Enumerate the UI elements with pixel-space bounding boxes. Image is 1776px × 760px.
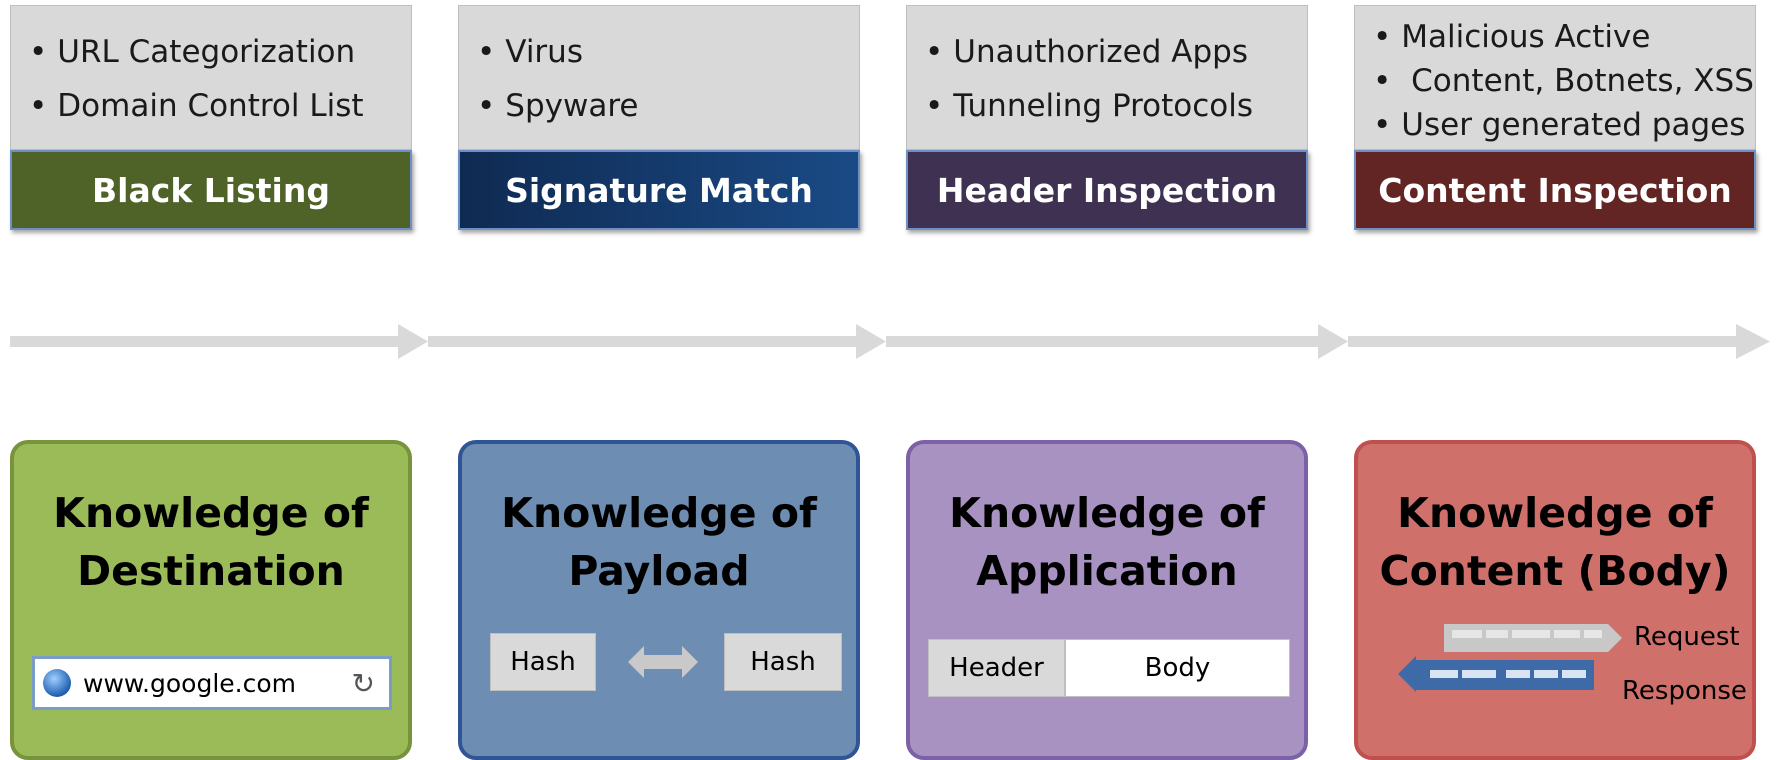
packet-body-segment: Body: [1065, 639, 1290, 697]
arrow-segment-4: [1348, 336, 1740, 347]
bullet-unauthorized-apps: Unauthorized Apps: [925, 33, 1248, 71]
response-arrow-icon: [1398, 656, 1594, 692]
knowledge-of-payload-card: Knowledge of Payload Hash Hash: [458, 440, 860, 760]
card-title-line-1: Knowledge of: [501, 489, 817, 537]
refresh-icon: ↻: [351, 667, 375, 700]
hash-box-right: Hash: [724, 633, 842, 691]
arrow-head-3-icon: [1318, 324, 1348, 359]
globe-icon: [43, 669, 71, 697]
bullet-continuation-text: Content, Botnets, XSS: [1411, 63, 1754, 99]
card-title: Knowledge of Application: [910, 484, 1304, 600]
header-inspection-items-panel: Unauthorized Apps Tunneling Protocols: [906, 5, 1308, 150]
arrow-head-1-icon: [398, 324, 428, 359]
bullet-domain-control-list: Domain Control List: [29, 87, 363, 125]
bullet-url-categorization: URL Categorization: [29, 33, 355, 71]
black-listing-items-panel: URL Categorization Domain Control List: [10, 5, 412, 150]
bullet-content-botnets-xss: Content, Botnets, XSS: [1373, 62, 1754, 100]
bullet-user-generated-pages: User generated pages: [1373, 106, 1745, 144]
card-title-line-1: Knowledge of: [53, 489, 369, 537]
card-title: Knowledge of Destination: [14, 484, 408, 600]
url-bar: www.google.com ↻: [32, 656, 392, 710]
bullet-virus: Virus: [477, 33, 583, 71]
response-label: Response: [1622, 676, 1747, 706]
arrow-segment-2: [428, 336, 858, 347]
request-label: Request: [1634, 622, 1740, 652]
knowledge-of-application-card: Knowledge of Application Header Body: [906, 440, 1308, 760]
url-text: www.google.com: [83, 668, 296, 698]
arrow-segment-3: [886, 336, 1320, 347]
card-title-line-1: Knowledge of: [1397, 489, 1713, 537]
bullet-malicious-active: Malicious Active: [1373, 18, 1650, 56]
knowledge-of-content-card: Knowledge of Content (Body) Request Resp…: [1354, 440, 1756, 760]
signature-match-label: Signature Match: [458, 150, 860, 230]
bullet-tunneling-protocols: Tunneling Protocols: [925, 87, 1253, 125]
hash-box-left: Hash: [490, 633, 596, 691]
double-arrow-icon: [628, 646, 698, 678]
arrow-head-2-icon: [856, 324, 886, 359]
progression-arrow: [10, 324, 1770, 359]
card-title-line-2: Application: [976, 547, 1238, 595]
card-title-line-2: Destination: [77, 547, 345, 595]
card-title-line-1: Knowledge of: [949, 489, 1265, 537]
packet-header-segment: Header: [928, 639, 1065, 697]
content-inspection-label: Content Inspection: [1354, 150, 1756, 230]
signature-match-items-panel: Virus Spyware: [458, 5, 860, 150]
card-title-line-2: Content (Body): [1379, 547, 1731, 595]
header-inspection-label: Header Inspection: [906, 150, 1308, 230]
request-arrow-icon: [1444, 624, 1622, 652]
knowledge-of-destination-card: Knowledge of Destination www.google.com …: [10, 440, 412, 760]
bullet-spyware: Spyware: [477, 87, 638, 125]
card-title: Knowledge of Content (Body): [1358, 484, 1752, 600]
black-listing-label: Black Listing: [10, 150, 412, 230]
arrow-head-final-icon: [1736, 324, 1770, 359]
arrow-segment-1: [10, 336, 400, 347]
card-title: Knowledge of Payload: [462, 484, 856, 600]
card-title-line-2: Payload: [568, 547, 750, 595]
content-inspection-items-panel: Malicious Active Content, Botnets, XSS U…: [1354, 5, 1756, 150]
